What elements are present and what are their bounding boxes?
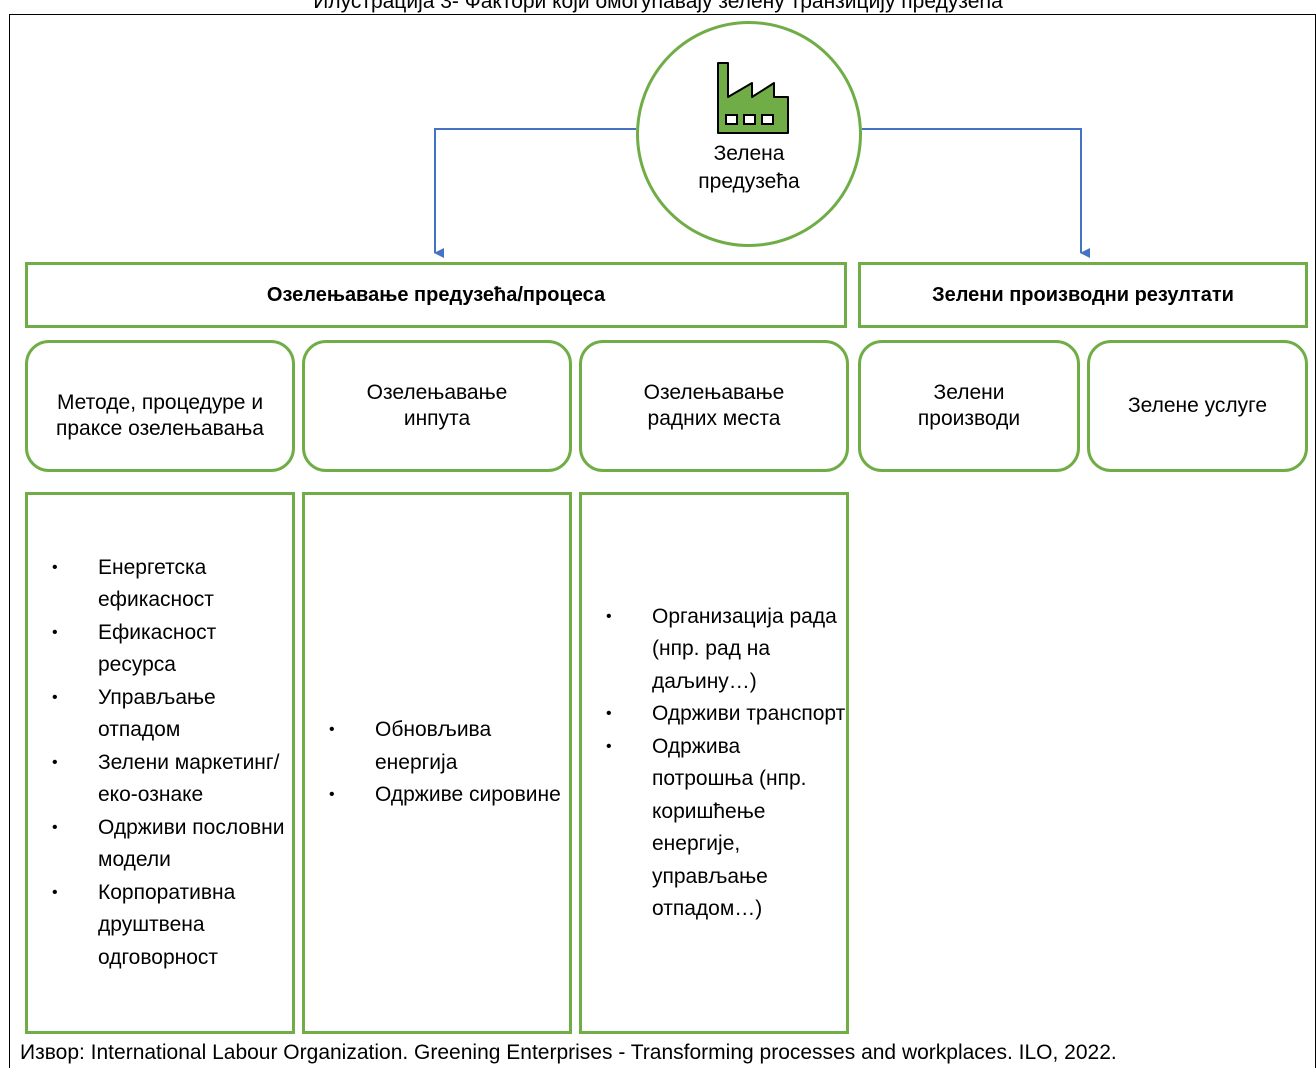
figure-caption: Илустрација 3- Фактори који омогућавају … [313,0,1003,13]
list-item: Обновљива енергија [305,714,569,779]
arrow-to-green-outputs [862,128,1090,258]
list-item: Ефикасност ресурса [28,617,292,682]
bullet-list: Организација рада (нпр. рад на даљину…) … [582,601,846,926]
list-item: Организација рада (нпр. рад на даљину…) [582,601,846,699]
subcategory-methods: Методе, процедуре и праксе озелењавања [25,340,295,472]
subcategory-green-products: Зелени производи [858,340,1080,472]
list-item: Енергетска ефикасност [28,552,292,617]
bullet-list: Енергетска ефикасност Ефикасност ресурса… [28,552,292,975]
hub-label: Зелена предузећа [698,142,800,193]
subcategory-label: Методе, процедуре и праксе озелењавања [55,391,264,440]
list-box-methods: Енергетска ефикасност Ефикасност ресурса… [25,492,295,1034]
hub-circle: Зелена предузећа [636,21,862,247]
factory-icon [717,62,789,134]
category-green-outputs: Зелени производни резултати [858,262,1308,328]
subcategory-workplaces: Озелењавање радних места [579,340,849,472]
subcategory-green-services: Зелене услуге [1087,340,1308,472]
list-item: Управљање отпадом [28,682,292,747]
list-item: Зелени маркетинг/еко-ознаке [28,747,292,812]
list-box-inputs: Обновљива енергија Одрживе сировине [302,492,572,1034]
list-box-workplaces: Организација рада (нпр. рад на даљину…) … [579,492,849,1034]
category-greening-processes: Озелењавање предузећа/процеса [25,262,847,328]
bullet-list: Обновљива енергија Одрживе сировине [305,714,569,812]
source-note: Извор: International Labour Organization… [20,1041,1117,1064]
list-item: Одржива потрошња (нпр. коришћење енергиј… [582,731,846,926]
subcategory-label: Озелењавање инпута [366,381,508,430]
list-item: Корпоративна друштвена одговорност [28,877,292,975]
subcategory-label: Зелени производи [917,381,1021,430]
subcategory-inputs: Озелењавање инпута [302,340,572,472]
subcategory-label: Зелене услуге [1127,394,1268,417]
list-item: Одрживи пословни модели [28,812,292,877]
list-item: Одрживи транспорт [582,698,846,731]
list-item: Одрживе сировине [305,779,569,812]
subcategory-label: Озелењавање радних места [643,381,785,430]
arrow-to-greening-processes [434,128,636,258]
